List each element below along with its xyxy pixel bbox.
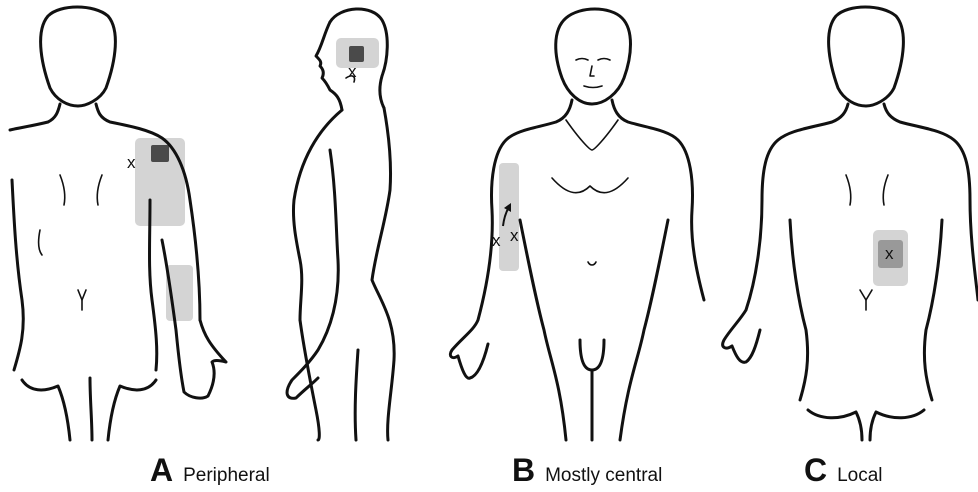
panel-b-caption: B Mostly central (512, 452, 662, 488)
panel-a-caption: A Peripheral (150, 452, 270, 488)
panel-c-letter: C (804, 452, 827, 489)
symptom-mark-x-arm-left: x (492, 231, 501, 250)
side-view-figure-a (287, 9, 394, 440)
back-view-figure-c (723, 7, 978, 440)
panel-b-letter: B (512, 452, 535, 489)
pain-core-shoulder (151, 145, 169, 162)
front-view-figure-b (450, 9, 704, 440)
symptom-mark-x-lower-back: x (885, 244, 894, 263)
panel-c-caption: C Local (804, 452, 883, 488)
panel-b-label: Mostly central (545, 465, 662, 487)
pain-core-head (349, 46, 364, 62)
panel-a-letter: A (150, 452, 173, 489)
panel-c-label: Local (837, 465, 882, 487)
symptom-mark-x-head: x (348, 62, 357, 81)
pain-area-arm (499, 163, 519, 271)
symptom-mark-x-shoulder: x (127, 153, 136, 172)
panel-a-label: Peripheral (183, 465, 270, 487)
back-view-figure-a (10, 7, 226, 440)
symptom-mark-x-arm-right: x (510, 226, 519, 245)
